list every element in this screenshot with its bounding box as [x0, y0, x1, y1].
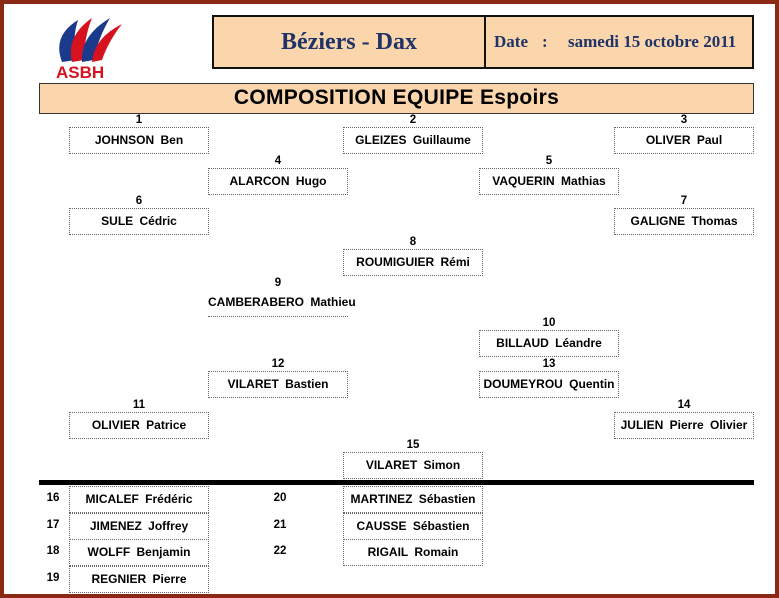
player-number: 3: [680, 114, 688, 126]
player-number: 6: [135, 195, 143, 207]
sub-player-box: MARTINEZ Sébastien: [343, 486, 483, 513]
header-divider: [484, 17, 486, 67]
sub-number: 18: [46, 545, 60, 557]
player-number: 5: [545, 155, 553, 167]
sub-number: 19: [46, 572, 60, 584]
asbh-logo: ASBH: [48, 12, 130, 84]
player-box: VILARET Bastien: [208, 371, 348, 398]
player-number: 2: [409, 114, 417, 126]
player-box: SULE Cédric: [69, 208, 209, 235]
player-box: JULIEN Pierre Olivier: [614, 412, 754, 439]
sub-number: 20: [273, 492, 287, 504]
player-box: GLEIZES Guillaume: [343, 127, 483, 154]
player-number: 7: [680, 195, 688, 207]
player-number: 1: [135, 114, 143, 126]
date-label: Date: [494, 32, 528, 51]
sub-player-box: REGNIER Pierre: [69, 566, 209, 593]
player-box: VILARET Simon: [343, 452, 483, 479]
player-number: 9: [274, 277, 282, 289]
player-number: 8: [409, 236, 417, 248]
sub-player-box: WOLFF Benjamin: [69, 539, 209, 566]
substitutes-divider: [39, 480, 754, 485]
player-box: ROUMIGUIER Rémi: [343, 249, 483, 276]
sub-player-box: MICALEF Frédéric: [69, 486, 209, 513]
match-header: Béziers - Dax Date : samedi 15 octobre 2…: [212, 15, 754, 69]
sub-number: 16: [46, 492, 60, 504]
player-number: 12: [271, 358, 285, 370]
player-number: 15: [406, 439, 420, 451]
player-number: 13: [542, 358, 556, 370]
player-box: ALARCON Hugo: [208, 168, 348, 195]
composition-title: COMPOSITION EQUIPE Espoirs: [39, 83, 754, 114]
sub-player-box: JIMENEZ Joffrey: [69, 513, 209, 540]
player-box: CAMBERABERO Mathieu: [208, 290, 356, 317]
player-number: 11: [132, 399, 146, 411]
player-box: DOUMEYROU Quentin: [479, 371, 619, 398]
player-box: OLIVER Paul: [614, 127, 754, 154]
player-number: 4: [274, 155, 282, 167]
player-box: VAQUERIN Mathias: [479, 168, 619, 195]
player-number: 14: [677, 399, 691, 411]
player-number: 10: [542, 317, 556, 329]
date-value: samedi 15 octobre 2011: [568, 32, 737, 51]
club-emblem-icon: ASBH: [56, 18, 122, 82]
match-title: Béziers - Dax: [281, 29, 417, 55]
svg-text:ASBH: ASBH: [56, 63, 104, 82]
player-box: OLIVIER Patrice: [69, 412, 209, 439]
player-box: JOHNSON Ben: [69, 127, 209, 154]
sub-number: 17: [46, 519, 60, 531]
player-box: BILLAUD Léandre: [479, 330, 619, 357]
sub-player-box: CAUSSE Sébastien: [343, 513, 483, 540]
date-colon: :: [542, 32, 548, 51]
player-box: GALIGNE Thomas: [614, 208, 754, 235]
sub-number: 22: [273, 545, 287, 557]
sub-player-box: RIGAIL Romain: [343, 539, 483, 566]
sub-number: 21: [273, 519, 287, 531]
